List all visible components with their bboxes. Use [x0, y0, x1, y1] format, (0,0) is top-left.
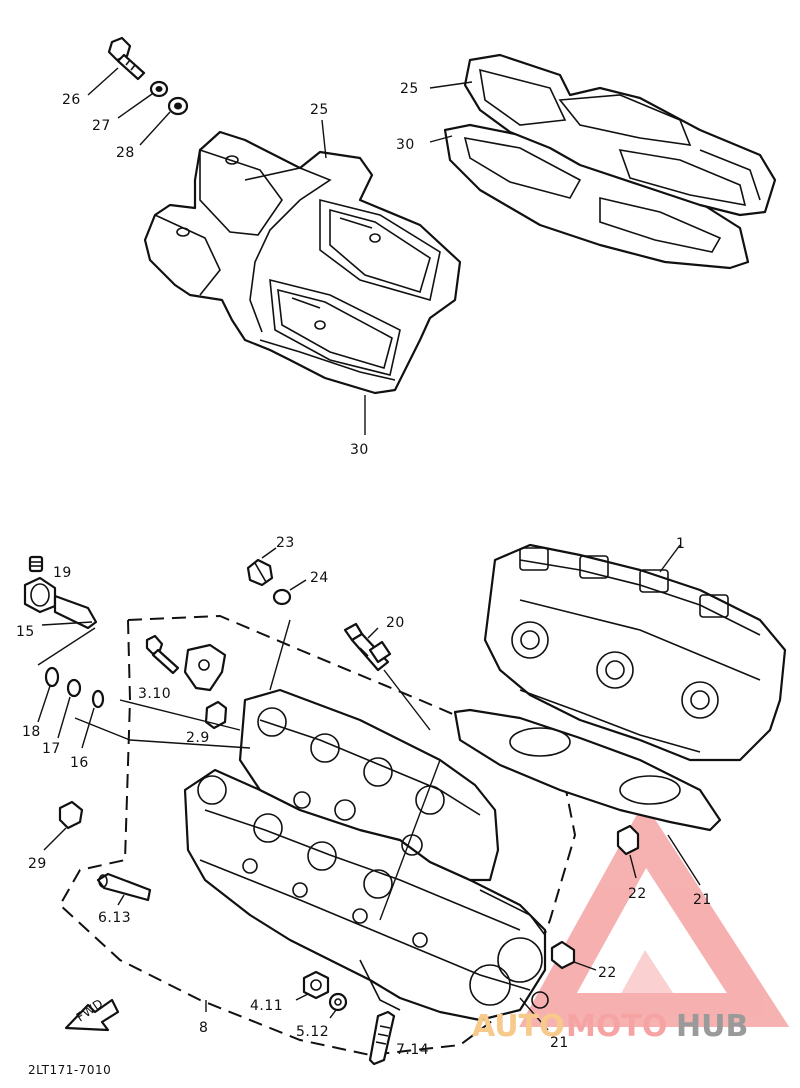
callout-21-upper: 21 — [693, 892, 712, 908]
stud-7-14 — [368, 1010, 396, 1066]
watermark-part3: HUB — [676, 1009, 748, 1044]
guide-6-13 — [96, 872, 152, 902]
nut-4-11 — [302, 970, 330, 1000]
head-gasket-21 — [453, 708, 722, 832]
callout-3-10: 3.10 — [138, 686, 171, 702]
callout-27: 27 — [92, 118, 111, 134]
shaft-15 — [23, 576, 98, 630]
callout-26: 26 — [62, 92, 81, 108]
cylinder-head-1 — [483, 543, 787, 762]
spark-plug-20 — [343, 622, 392, 672]
callout-25-right: 25 — [400, 81, 419, 97]
watermark-logo — [519, 801, 790, 1027]
callout-22-lower: 22 — [598, 965, 617, 981]
valve-cover-25-left — [143, 130, 462, 395]
callout-8: 8 — [199, 1020, 208, 1036]
bracket-3-10 — [183, 643, 227, 692]
callout-23: 23 — [276, 535, 295, 551]
callout-29: 29 — [28, 856, 47, 872]
callout-7-14: 7.14 — [396, 1042, 429, 1058]
washer-24 — [272, 588, 292, 606]
callout-2-9: 2.9 — [186, 730, 210, 746]
callout-6-13: 6.13 — [98, 910, 131, 926]
watermark-text: AUTO MOTO HUB — [472, 1009, 748, 1044]
callout-18: 18 — [22, 724, 41, 740]
callout-30-left: 30 — [350, 442, 369, 458]
callout-5-12: 5.12 — [296, 1024, 329, 1040]
callout-16: 16 — [70, 755, 89, 771]
cap-29 — [58, 800, 84, 830]
callout-1: 1 — [676, 536, 685, 552]
cylinder-head-left — [183, 688, 549, 1022]
oring-17 — [66, 678, 82, 698]
watermark-part1: AUTO — [472, 1009, 565, 1044]
bolt-23 — [246, 558, 274, 587]
callout-25-left: 25 — [310, 102, 329, 118]
bolt-26 — [107, 36, 146, 81]
bolt-3-10 — [145, 634, 180, 675]
diagram-code: 2LT171-7010 — [28, 1063, 111, 1077]
valve-cover-25-right — [463, 53, 777, 217]
callout-24: 24 — [310, 570, 329, 586]
oring-18 — [44, 666, 60, 688]
callout-30-right: 30 — [396, 137, 415, 153]
oring-16 — [91, 689, 105, 709]
callout-28: 28 — [116, 145, 135, 161]
callout-15: 15 — [16, 624, 35, 640]
callout-20: 20 — [386, 615, 405, 631]
pin-19 — [28, 555, 44, 573]
callout-4-11: 4.11 — [250, 998, 283, 1014]
callout-19: 19 — [53, 565, 72, 581]
dowel-22-upper — [616, 824, 640, 856]
callout-17: 17 — [42, 741, 61, 757]
front-direction-arrow-icon: FWD — [64, 996, 120, 1032]
watermark-part2: MOTO — [566, 1009, 667, 1044]
callout-21-lower: 21 — [550, 1035, 569, 1051]
washer-5-12 — [328, 992, 348, 1012]
callout-22-upper: 22 — [628, 886, 647, 902]
